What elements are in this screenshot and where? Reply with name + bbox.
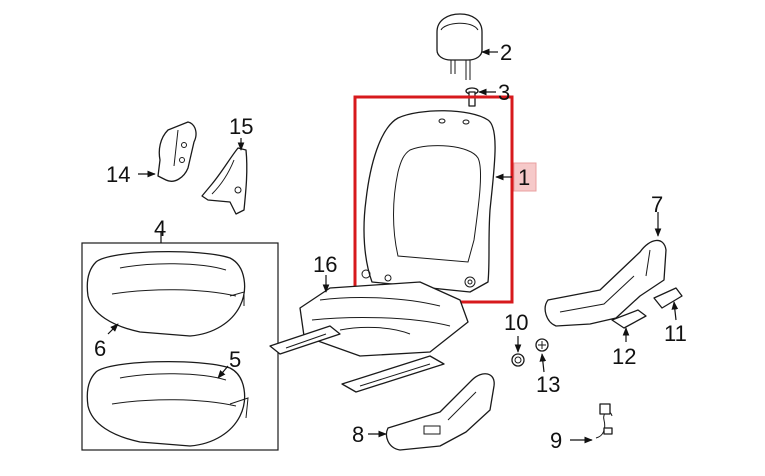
callout-12: 12 xyxy=(612,344,636,369)
headrest-part[interactable] xyxy=(436,13,483,80)
back-panel-part[interactable] xyxy=(157,121,197,182)
leader-lines xyxy=(107,48,679,444)
cap-part[interactable] xyxy=(535,338,549,352)
callout-9: 9 xyxy=(550,428,562,453)
highlight-label-box xyxy=(513,162,537,192)
side-shield-part[interactable] xyxy=(201,147,248,215)
callout-5: 5 xyxy=(229,347,241,372)
seat-cushion-pad-part[interactable] xyxy=(86,250,246,337)
callout-13: 13 xyxy=(536,372,560,397)
callout-3: 3 xyxy=(498,80,510,105)
callout-6: 6 xyxy=(94,336,106,361)
callout-15: 15 xyxy=(229,114,253,139)
seat-frame-part[interactable] xyxy=(269,269,469,393)
callout-1: 1 xyxy=(518,165,530,190)
callout-7: 7 xyxy=(651,192,663,217)
callout-14: 14 xyxy=(106,162,130,187)
callout-2: 2 xyxy=(500,40,512,65)
callout-8: 8 xyxy=(352,422,364,447)
seat-cushion-cover-part[interactable] xyxy=(86,360,249,447)
seat-back-part[interactable] xyxy=(363,110,496,293)
inner-trim-part[interactable] xyxy=(385,373,495,451)
headrest-guide-part[interactable] xyxy=(465,87,479,107)
callout-10: 10 xyxy=(504,310,528,335)
wire-harness-part[interactable] xyxy=(595,403,613,439)
clip-part[interactable] xyxy=(511,353,525,367)
callout-4: 4 xyxy=(154,216,166,241)
lever-part[interactable] xyxy=(611,309,647,329)
callout-11: 11 xyxy=(664,321,687,346)
knob-part[interactable] xyxy=(653,287,683,309)
callout-16: 16 xyxy=(313,252,337,277)
outer-trim-cover-part[interactable] xyxy=(544,239,667,327)
